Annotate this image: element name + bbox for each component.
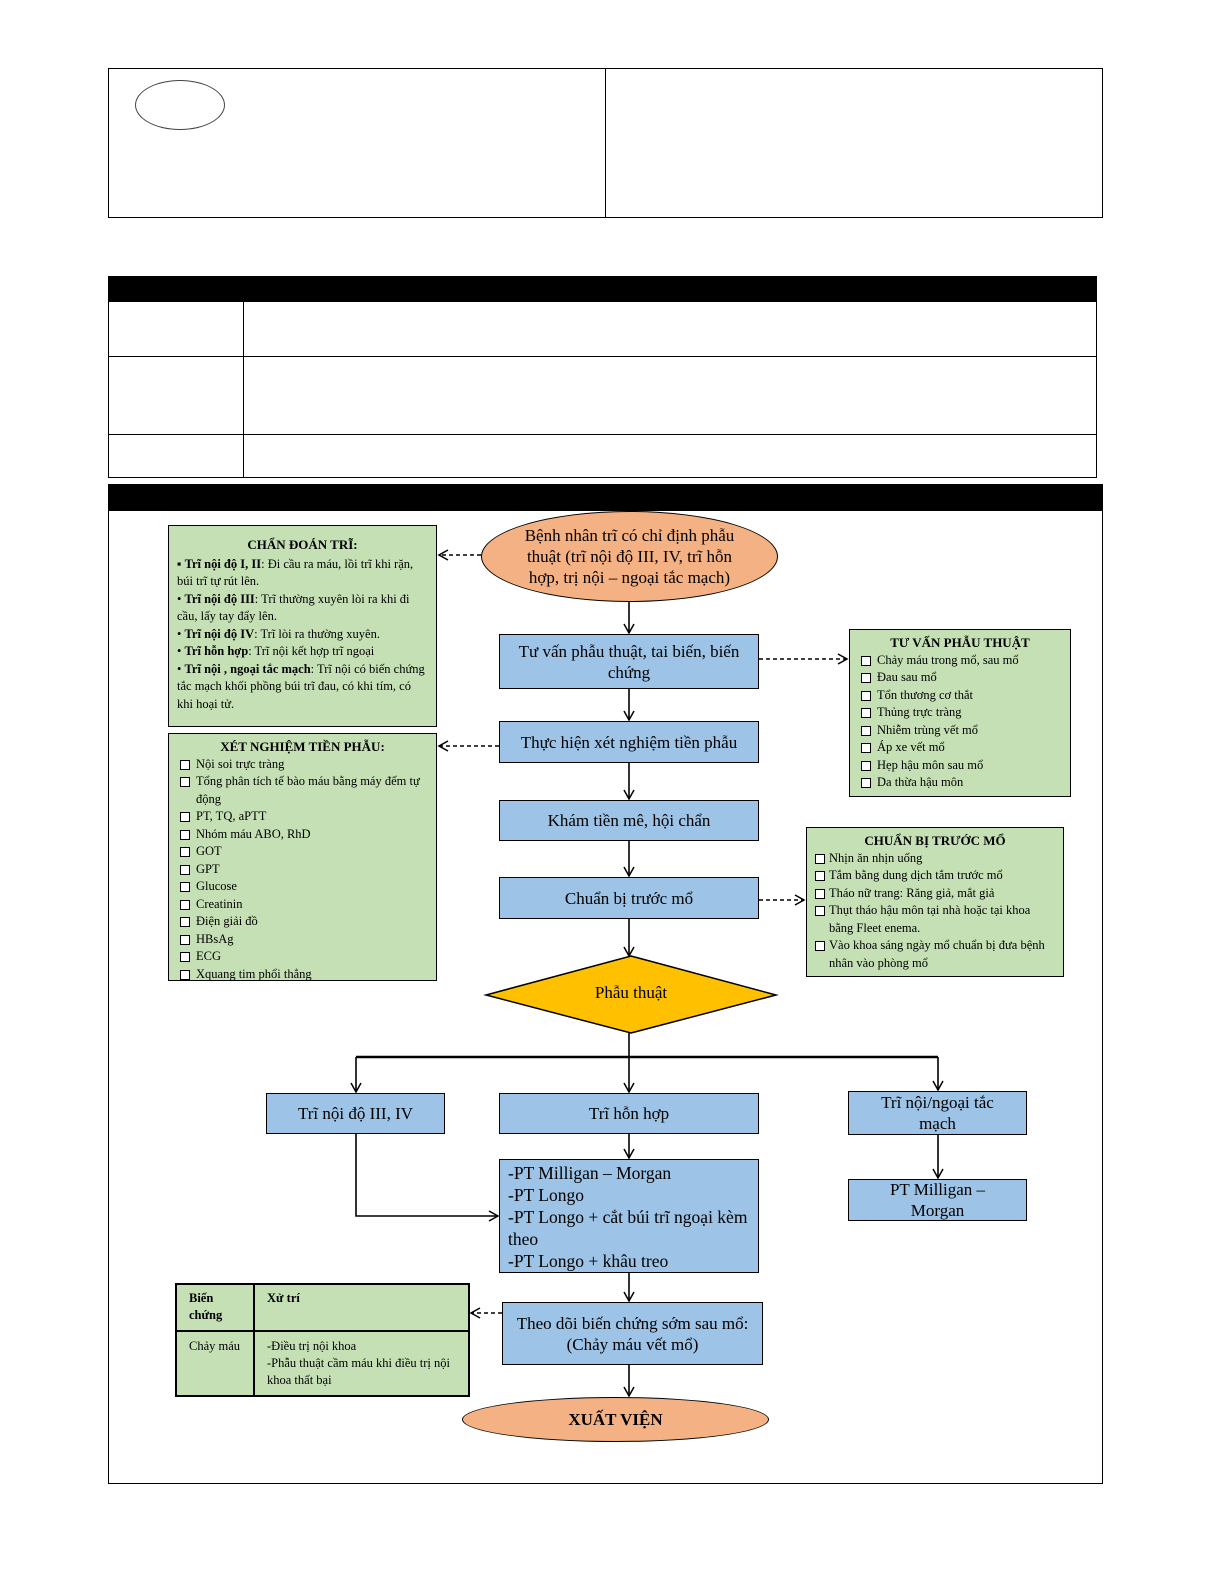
- lab-item: ECG: [177, 948, 428, 966]
- table-col-divider: [253, 1285, 255, 1395]
- prep-item: Thụt tháo hậu môn tại nhà hoặc tại khoa …: [815, 902, 1055, 937]
- lab-item: Tổng phân tích tế bào máu bằng máy đếm t…: [177, 773, 428, 808]
- lab-item: Glucose: [177, 878, 428, 896]
- decision-diamond: [483, 955, 779, 1034]
- monitor-label: Theo dõi biến chứng sớm sau mổ: (Chảy má…: [516, 1313, 749, 1354]
- branch-thrombosed-label: Trĩ nội/ngoại tắc mạch: [881, 1093, 994, 1133]
- prep-title: CHUẨN BỊ TRƯỚC MỔ: [864, 833, 1006, 848]
- prep-item: Tháo nữ trang: Răng giả, mắt giả: [815, 885, 1055, 903]
- counsel-item: Da thừa hậu môn: [858, 774, 1062, 792]
- header-divider: [605, 69, 606, 217]
- step-labs: Thực hiện xét nghiệm tiền phẫu: [499, 721, 759, 763]
- lab-item: Xquang tim phổi thẳng: [177, 966, 428, 984]
- method-item: -PT Longo + khâu treo: [508, 1251, 669, 1271]
- step-prep-label: Chuẩn bị trước mổ: [564, 888, 694, 908]
- counsel-item: Chảy máu trong mổ, sau mổ: [858, 652, 1062, 670]
- counsel-title: TƯ VẤN PHẪU THUẬT: [890, 635, 1030, 650]
- counsel-item: Hẹp hậu môn sau mổ: [858, 757, 1062, 775]
- table-row-divider: [177, 1330, 468, 1332]
- step-labs-label: Thực hiện xét nghiệm tiền phẫu: [520, 732, 738, 752]
- info-column-divider: [243, 302, 244, 477]
- branch-mixed-label: Trĩ hỗn hợp: [588, 1104, 670, 1123]
- logo-oval: [135, 80, 225, 130]
- branch-mixed: Trĩ hỗn hợp: [499, 1093, 759, 1134]
- labs-title: XÉT NGHIỆM TIỀN PHẪU:: [220, 739, 385, 754]
- lab-item: GPT: [177, 861, 428, 879]
- counsel-item: Tổn thương cơ thắt: [858, 687, 1062, 705]
- end-oval: XUẤT VIỆN: [462, 1397, 769, 1442]
- prep-item: Vào khoa sáng ngày mổ chuẩn bị đưa bệnh …: [815, 937, 1055, 972]
- lab-item: PT, TQ, aPTT: [177, 808, 428, 826]
- start-oval: Bệnh nhân trĩ có chỉ định phẫu thuật (tr…: [481, 511, 778, 602]
- counsel-item: Đau sau mổ: [858, 669, 1062, 687]
- diagnosis-item: • Trĩ hỗn hợp: Trĩ nội kết hợp trĩ ngoại: [177, 644, 375, 658]
- diagnosis-item: • Trĩ nội , ngoại tắc mạch: Trĩ nội có b…: [177, 661, 425, 711]
- header-treatment: Xử trí: [267, 1291, 300, 1305]
- diagnosis-item: ▪ Trĩ nội độ I, II: Đi cầu ra máu, lồi t…: [177, 556, 414, 589]
- complication-bleeding: Chảy máu: [189, 1339, 241, 1353]
- treatment-line: -Phẫu thuật cầm máu khi điều trị nội kho…: [267, 1356, 450, 1387]
- method-item: -PT Longo + cắt búi trĩ ngoại kèm theo: [508, 1207, 748, 1249]
- lab-item: GOT: [177, 843, 428, 861]
- branch-internal: Trĩ nội độ III, IV: [266, 1093, 445, 1134]
- counsel-item: Thủng trực tràng: [858, 704, 1062, 722]
- branch-thrombosed: Trĩ nội/ngoại tắc mạch: [848, 1091, 1027, 1135]
- counsel-item: Nhiễm trùng vết mổ: [858, 722, 1062, 740]
- right-method-box: PT Milligan – Morgan: [848, 1179, 1027, 1221]
- step-counsel-label: Tư vấn phẫu thuật, tai biến, biến chứng: [518, 641, 740, 682]
- monitor-box: Theo dõi biến chứng sớm sau mổ: (Chảy má…: [502, 1302, 763, 1365]
- counsel-item: Áp xe vết mổ: [858, 739, 1062, 757]
- counsel-box: TƯ VẤN PHẪU THUẬT Chảy máu trong mổ, sau…: [849, 629, 1071, 797]
- decision-label: Phẫu thuật: [594, 983, 668, 1002]
- step-prep: Chuẩn bị trước mổ: [499, 877, 759, 919]
- treatment-line: -Điều trị nội khoa: [267, 1339, 357, 1353]
- prep-item: Nhịn ăn nhịn uống: [815, 850, 1055, 868]
- diagnosis-item: • Trĩ nội độ IV: Trĩ lòi ra thường xuyên…: [177, 626, 380, 641]
- section-bar-1: [108, 276, 1097, 302]
- method-item: -PT Longo: [508, 1185, 584, 1205]
- lab-item: Nhóm máu ABO, RhD: [177, 826, 428, 844]
- labs-box: XÉT NGHIỆM TIỀN PHẪU: Nội soi trực tràng…: [168, 733, 437, 981]
- info-table: [108, 302, 1097, 478]
- lab-item: Nội soi trực tràng: [177, 756, 428, 774]
- methods-box: -PT Milligan – Morgan -PT Longo -PT Long…: [499, 1159, 759, 1273]
- diagnosis-box: CHẨN ĐOÁN TRĨ: ▪ Trĩ nội độ I, II: Đi cầ…: [168, 525, 437, 727]
- right-method-label: PT Milligan – Morgan: [889, 1180, 986, 1220]
- info-row: [109, 356, 1096, 435]
- step-anesthesia-label: Khám tiền mê, hội chẩn: [547, 811, 711, 830]
- prep-box: CHUẨN BỊ TRƯỚC MỔ Nhịn ăn nhịn uống Tắm …: [806, 827, 1064, 977]
- step-anesthesia: Khám tiền mê, hội chẩn: [499, 800, 759, 841]
- method-item: -PT Milligan – Morgan: [508, 1163, 672, 1183]
- header-complication: Biến chứng: [189, 1291, 223, 1322]
- diagnosis-title: CHẨN ĐOÁN TRĨ:: [247, 537, 358, 552]
- treatment-text: -Điều trị nội khoa -Phẫu thuật cầm máu k…: [267, 1338, 457, 1389]
- section-bar-2: [108, 484, 1103, 511]
- complications-table: Biến chứng Xử trí Chảy máu -Điều trị nội…: [175, 1283, 470, 1397]
- start-text: Bệnh nhân trĩ có chỉ định phẫu thuật (tr…: [524, 526, 735, 587]
- end-label: XUẤT VIỆN: [568, 1409, 663, 1429]
- diagnosis-item: • Trĩ nội độ III: Trĩ thường xuyên lòi r…: [177, 591, 410, 624]
- lab-item: Creatinin: [177, 896, 428, 914]
- header-table: [108, 68, 1103, 218]
- flowchart-frame: [108, 510, 1103, 1484]
- lab-item: HBsAg: [177, 931, 428, 949]
- prep-item: Tắm bằng dung dịch tắm trước mổ: [815, 867, 1055, 885]
- info-row: [109, 302, 1096, 357]
- lab-item: Điện giải đồ: [177, 913, 428, 931]
- branch-internal-label: Trĩ nội độ III, IV: [297, 1104, 414, 1123]
- step-counsel: Tư vấn phẫu thuật, tai biến, biến chứng: [499, 634, 759, 689]
